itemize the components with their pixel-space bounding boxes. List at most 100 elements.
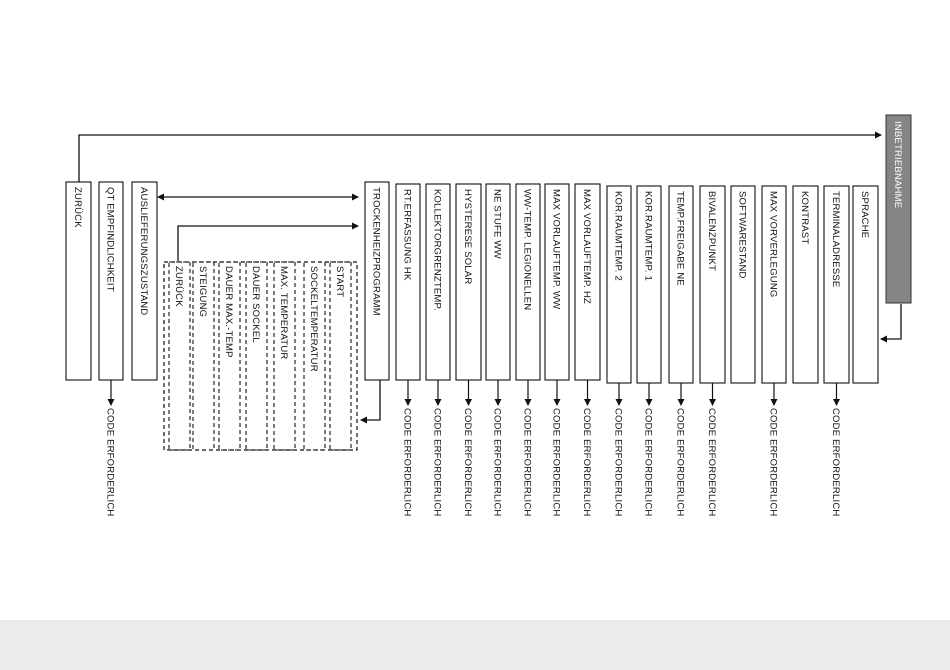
menu-item-box[interactable] [98,181,124,381]
menu-item-kollektorgrenztemp[interactable]: KOLLEKTORGRENZTEMP. [425,183,451,381]
menu-item-label: TERMINALADRESSE [830,191,841,287]
menu-item-label: RT.ERFASSUNG HK [402,189,413,281]
submenu-item-box[interactable] [329,261,352,451]
menu-item-terminaladresse[interactable]: TERMINALADRESSE [823,185,850,384]
menu-item-label: NE STUFE WW [492,189,503,259]
menu-item-box[interactable] [515,183,541,381]
menu-item-sprache[interactable]: SPRACHE [852,185,879,384]
menu-item-softwarestand[interactable]: SOFTWARESTAND [730,185,756,384]
menu-item-label: MAX VORLAUFTEMP. HZ [581,189,592,304]
menu-item-box[interactable] [636,185,662,384]
submenu-item-box[interactable] [245,261,268,451]
menu-item-ww-temp-legionellen[interactable]: WW-TEMP. LEGIONELLEN [515,183,541,381]
menu-item-zur-ck[interactable]: ZURÜCK [65,181,92,381]
menu-item-label: BIVALENZPUNKT [706,191,717,271]
menu-item-kontrast[interactable]: KONTRAST [792,185,819,384]
root-box[interactable] [885,114,912,304]
menu-item-bivalenzpunkt[interactable]: BIVALENZPUNKT [699,185,726,384]
code-required-label: CODE ERFORDERLICH [402,408,413,516]
menu-item-max-vorlauftemp-ww[interactable]: MAX VORLAUFTEMP. WW [544,183,570,381]
menu-item-box[interactable] [730,185,756,384]
code-required-label: CODE ERFORDERLICH [522,408,533,516]
menu-item-label: AUSLIEFERUNGSZUSTAND [138,187,149,315]
return-loop-line [78,131,882,182]
menu-item-label: SOFTWARESTAND [737,191,748,279]
submenu-item-box[interactable] [218,261,241,451]
code-required-label: CODE ERFORDERLICH [706,408,717,516]
submenu-item-start[interactable]: START [329,261,352,451]
submenu-item-box[interactable] [192,261,215,451]
submenu-item-label: DAUER MAX.-TEMP [223,266,234,358]
menu-item-label: MAX VORLAUFTEMP. WW [551,189,562,309]
code-required-label: CODE ERFORDERLICH [432,408,443,516]
submenu-item-box[interactable] [303,261,326,451]
submenu-item-label: START [334,266,345,297]
menu-item-label: SPRACHE [859,191,870,238]
submenu-item-box[interactable] [168,261,191,451]
menu-item-max-vorlauftemp-hz[interactable]: MAX VORLAUFTEMP. HZ [574,183,601,381]
menu-item-rt-erfassung-hk[interactable]: RT.ERFASSUNG HK [395,183,421,381]
menu-item-label: HYSTERESE SOLAR [462,189,473,284]
menu-item-ne-stufe-ww[interactable]: NE STUFE WW [485,183,511,381]
submenu-item-dauer-max-temp[interactable]: DAUER MAX.-TEMP [218,261,241,451]
menu-item-qt-empfindlichkeit[interactable]: QT EMPFINDLICHKEIT [98,181,124,381]
submenu-item-label: MAX. TEMPERATUR [278,266,289,359]
code-required-label: CODE ERFORDERLICH [462,408,473,516]
menu-item-label: KOR.RAUMTEMP. 1 [643,191,654,281]
root-entry-line [880,304,902,343]
menu-item-box[interactable] [485,183,511,381]
menu-item-trockenheizprogramm[interactable]: TROCKENHEIZPROGRAMM [364,181,390,381]
menu-item-label: TEMP.FREIGABE NE [675,191,686,286]
submenu-return-line [177,222,359,261]
submenu-item-label: ZURÜCK [173,266,184,307]
submenu-item-dauer-sockel[interactable]: DAUER SOCKEL [245,261,268,451]
menu-item-label: KONTRAST [799,191,810,244]
submenu-item-label: SOCKELTEMPERATUR [308,266,319,372]
menu-item-temp-freigabe-ne[interactable]: TEMP.FREIGABE NE [668,185,694,384]
submenu-item-label: DAUER SOCKEL [250,266,261,343]
menu-item-label: KOLLEKTORGRENZTEMP. [432,189,443,311]
menu-item-box[interactable] [852,185,879,384]
menu-item-auslieferungszustand[interactable]: AUSLIEFERUNGSZUSTAND [131,181,158,381]
code-required-label: CODE ERFORDERLICH [492,408,503,516]
menu-item-box[interactable] [65,181,92,381]
menu-item-box[interactable] [455,183,482,381]
code-required-label: CODE ERFORDERLICH [830,408,841,516]
menu-item-label: QT EMPFINDLICHKEIT [105,187,116,292]
code-required-label: CODE ERFORDERLICH [105,408,116,516]
menu-item-box[interactable] [425,183,451,381]
submenu-item-zur-ck[interactable]: ZURÜCK [168,261,191,451]
code-required-label: CODE ERFORDERLICH [768,408,779,516]
menu-item-hysterese-solar[interactable]: HYSTERESE SOLAR [455,183,482,381]
code-required-label: CODE ERFORDERLICH [551,408,562,516]
menu-item-box[interactable] [761,185,787,384]
menu-item-box[interactable] [699,185,726,384]
menu-item-label: ZURÜCK [72,187,83,228]
menu-item-kor-raumtemp-1[interactable]: KOR.RAUMTEMP. 1 [636,185,662,384]
submenu-item-steigung[interactable]: STEIGUNG [192,261,215,451]
menu-item-kor-raumtemp-2[interactable]: KOR.RAUMTEMP. 2 [606,185,632,384]
submenu-item-max-temperatur[interactable]: MAX. TEMPERATUR [273,261,296,451]
code-required-label: CODE ERFORDERLICH [643,408,654,516]
menu-item-box[interactable] [131,181,158,381]
submenu-item-sockeltemperatur[interactable]: SOCKELTEMPERATUR [303,261,326,451]
submenu-entry-line [360,380,381,424]
menu-item-box[interactable] [574,183,601,381]
menu-item-box[interactable] [792,185,819,384]
code-required-label: CODE ERFORDERLICH [581,408,592,516]
menu-item-label: WW-TEMP. LEGIONELLEN [522,189,533,310]
menu-item-label: KOR.RAUMTEMP. 2 [613,191,624,281]
menu-item-box[interactable] [823,185,850,384]
menu-item-box[interactable] [606,185,632,384]
submenu-item-box[interactable] [273,261,296,451]
menu-item-max-vorverlegung[interactable]: MAX VORVERLEGUNG [761,185,787,384]
root-label: INBETRIEBNAHME [892,121,903,208]
footer-band [0,620,950,670]
code-required-label: CODE ERFORDERLICH [613,408,624,516]
submenu-item-label: STEIGUNG [197,266,208,317]
code-required-label: CODE ERFORDERLICH [675,408,686,516]
menu-item-box[interactable] [364,181,390,381]
menu-item-box[interactable] [668,185,694,384]
menu-item-label: MAX VORVERLEGUNG [768,191,779,298]
